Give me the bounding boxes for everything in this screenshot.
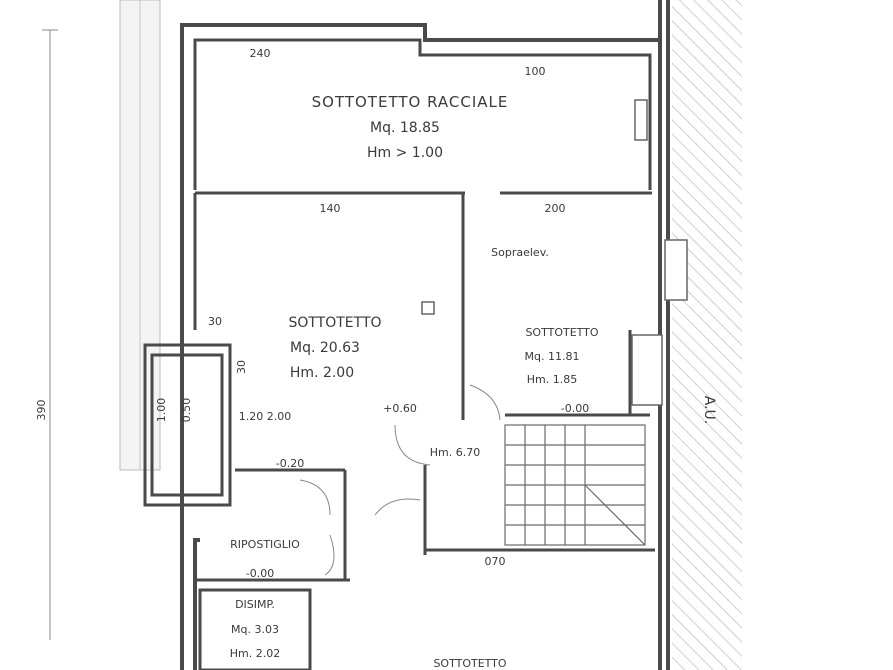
dim-level-d: -0.00	[246, 567, 274, 580]
room-sottotetto-b: SOTTOTETTO Mq. 11.81 Hm. 1.85	[525, 326, 599, 386]
dim-wall-mid-right: 200	[545, 202, 566, 215]
dim-landing: Hm. 6.70	[430, 446, 480, 459]
dim-window-a: 1.20 2.00	[239, 410, 291, 423]
dim-corner: 30	[208, 315, 222, 328]
inner-walls	[143, 38, 655, 670]
room-height: Hm. 2.00	[290, 365, 354, 381]
dim-left-side: 30	[235, 360, 248, 374]
room-disimpegno: DISIMP. Mq. 3.03 Hm. 2.02	[230, 598, 280, 660]
staircase	[504, 424, 646, 546]
dim-top-right: 100	[525, 65, 546, 78]
room-name: SOTTOTETTO RACCIALE	[312, 93, 509, 111]
room-sottotetto-a: SOTTOTETTO Mq. 20.63 Hm. 2.00	[288, 315, 381, 381]
dim-level-c: -0.00	[561, 402, 589, 415]
tag-left: 1.00	[155, 398, 168, 423]
room-area: Mq. 20.63	[290, 340, 360, 356]
room-area: Mq. 18.85	[370, 120, 440, 136]
dim-side-right: A.U.	[701, 396, 717, 424]
dim-roof-slope: Sopraelev.	[491, 246, 549, 259]
room-area: Mq. 11.81	[525, 350, 580, 363]
dim-wall-mid-left: 140	[320, 202, 341, 215]
exterior-hatch-right	[672, 0, 742, 670]
door-arcs	[299, 384, 501, 576]
room-name: DISIMP.	[235, 598, 275, 611]
room-height: Hm. 1.85	[527, 373, 577, 386]
windows-right	[631, 99, 688, 406]
room-area: Mq. 3.03	[231, 623, 279, 636]
dim-total-left: 390	[35, 400, 48, 421]
room-sottotetto-raggiale: SOTTOTETTO RACCIALE Mq. 18.85 Hm > 1.00	[312, 93, 509, 161]
room-sottotetto-bottom: SOTTOTETTO	[433, 657, 506, 670]
dim-level-a: -0.20	[276, 457, 304, 470]
tag-right: 0.50	[180, 398, 193, 423]
chimney-symbol	[421, 301, 435, 315]
room-height: Hm > 1.00	[367, 145, 443, 161]
room-ripostiglio: RIPOSTIGLIO	[230, 538, 300, 551]
dim-top-left: 240	[250, 47, 271, 60]
dim-stair-bottom: 070	[485, 555, 506, 568]
room-name: SOTTOTETTO	[288, 315, 381, 331]
room-name: SOTTOTETTO	[525, 326, 598, 339]
room-height: Hm. 2.02	[230, 647, 280, 660]
dim-level-b: +0.60	[383, 402, 417, 415]
